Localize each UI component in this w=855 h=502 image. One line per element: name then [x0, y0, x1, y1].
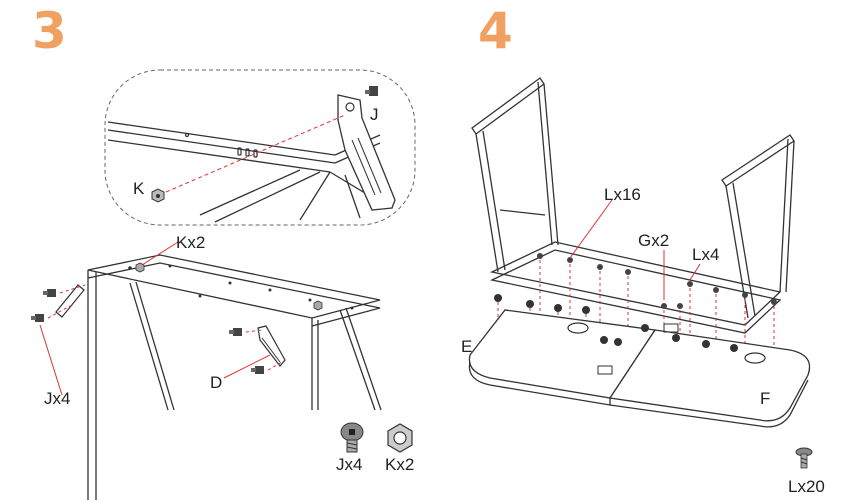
screw-row-frame: [495, 253, 777, 313]
tabletop-e: [468, 309, 657, 399]
nut-icon: [313, 300, 323, 311]
label-lx4: Lx4: [692, 245, 720, 264]
label-kx2-top: Kx2: [176, 233, 206, 252]
label-lx20: Lx20: [788, 477, 825, 496]
bolt-icon: [365, 86, 378, 96]
label-kx2-legend: Kx2: [385, 455, 415, 474]
slot-marks: [184, 132, 258, 158]
label-jx4-legend: Jx4: [336, 455, 363, 474]
tabletop-f: [608, 329, 811, 422]
frame-upturned: [471, 77, 795, 334]
zoom-callout: [104, 69, 416, 226]
step-number-3: 3: [32, 2, 67, 60]
bolt-icon: [251, 366, 264, 374]
bolt-icon: [31, 314, 44, 322]
label-e: E: [461, 337, 473, 356]
nut-icon: [135, 262, 145, 273]
frame-detail: [107, 121, 391, 223]
step3-illustration: [31, 69, 416, 500]
bracket-detail: [55, 284, 85, 318]
label-jx4-side: Jx4: [44, 389, 71, 408]
screw-icon: [795, 447, 813, 469]
step-number-4: 4: [478, 2, 513, 60]
table-frame: [87, 254, 382, 500]
bolt-icon: [229, 328, 242, 336]
label-k: K: [133, 179, 145, 198]
label-gx2: Gx2: [638, 231, 670, 250]
label-j: J: [370, 105, 379, 124]
bracket-d: [257, 325, 286, 367]
label-d: D: [210, 373, 223, 392]
nut-icon: [387, 423, 413, 453]
nut-icon: [151, 188, 165, 203]
bracket-detail: [337, 94, 396, 211]
screw-row-top: [494, 294, 738, 352]
bolt-icon: [340, 422, 364, 453]
label-f: F: [760, 389, 771, 408]
bolt-icon: [43, 289, 56, 297]
label-lx16: Lx16: [604, 185, 641, 204]
